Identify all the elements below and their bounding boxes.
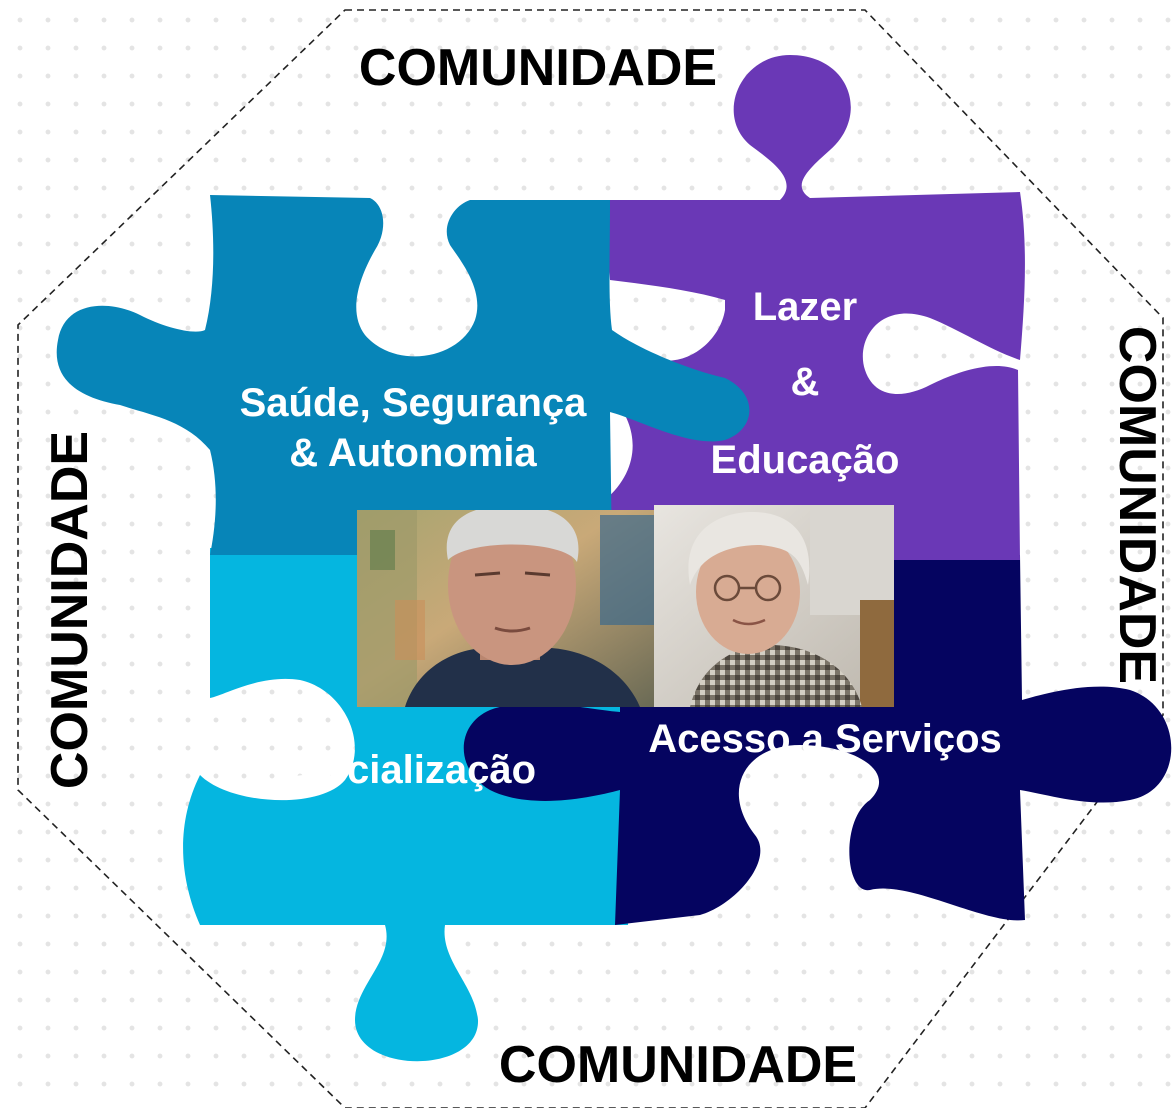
community-label-top: COMUNIDADE (359, 39, 717, 97)
elderly-man-photo (357, 510, 654, 707)
elderly-woman-photo (654, 505, 894, 707)
label-lazer-line1: Lazer (753, 285, 858, 329)
label-lazer-line3: Educação (711, 438, 900, 482)
community-label-left: COMUNIDADE (41, 431, 99, 789)
community-label-bottom: COMUNIDADE (499, 1036, 857, 1094)
community-label-right: COMUNIDADE (1108, 326, 1166, 684)
community-octagon-border (17, 9, 1164, 1108)
label-socializacao: Socialização (296, 748, 536, 792)
label-lazer-line2: & (791, 360, 820, 404)
label-saude-line1: Saúde, Segurança (240, 381, 588, 425)
label-saude-line2: & Autonomia (289, 431, 537, 475)
puzzle-piece-saude-seguranca (56, 195, 750, 555)
label-acesso-servicos: Acesso a Serviços (648, 717, 1002, 761)
